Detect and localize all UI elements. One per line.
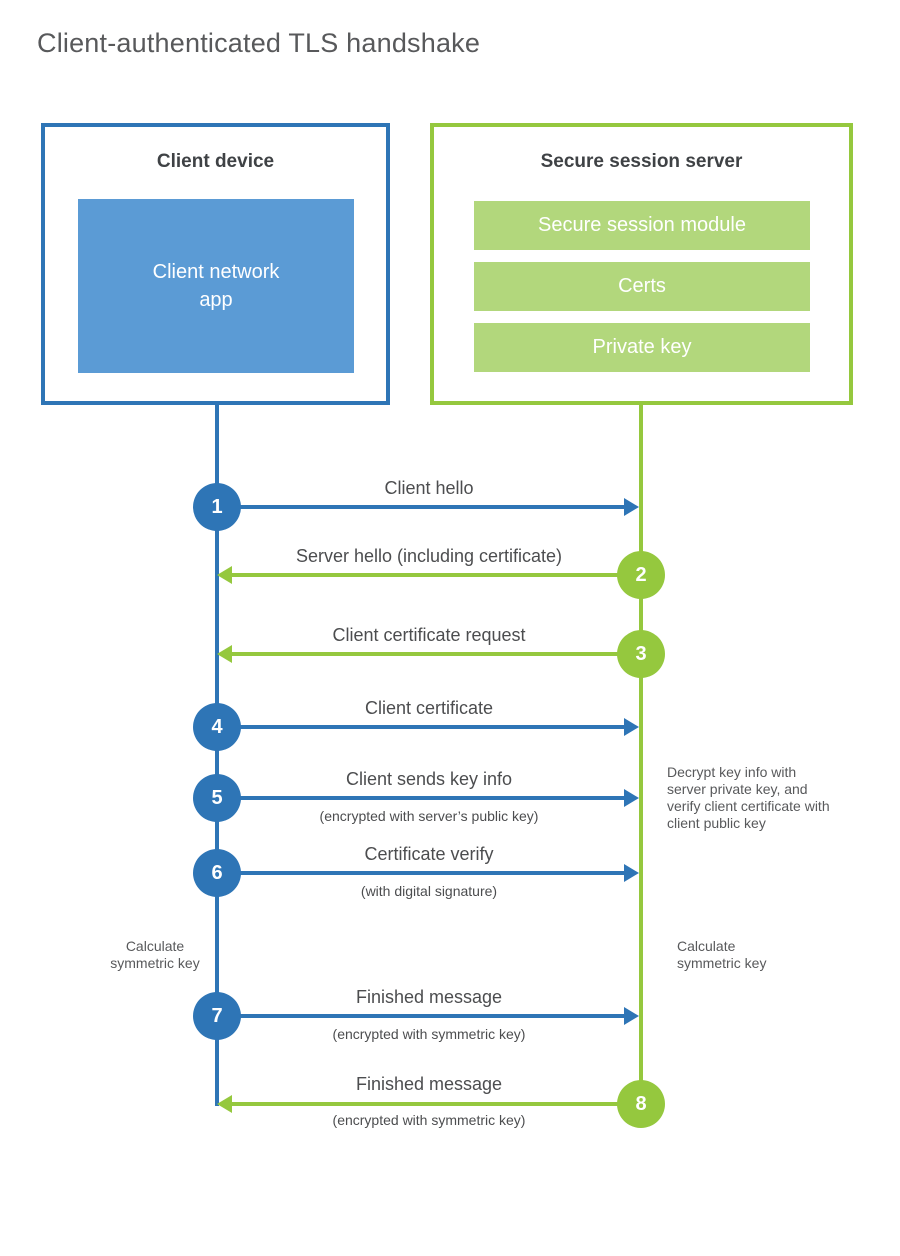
step8-message-sublabel: (encrypted with symmetric key): [332, 1112, 526, 1128]
step7-circle: 7: [193, 992, 241, 1040]
step3-message-label: Client certificate request: [332, 625, 526, 645]
step1-arrowhead-icon: [624, 498, 639, 516]
step5-message-label: Client sends key info: [345, 769, 513, 789]
step7-arrow-line: [217, 1014, 627, 1018]
server-module-secure-session: Secure session module: [474, 201, 810, 250]
step4-arrow-line: [217, 725, 627, 729]
step6-arrow-line: [217, 871, 627, 875]
step8-circle: 8: [617, 1080, 665, 1128]
client-device-title: Client device: [156, 151, 275, 172]
step8-arrowhead-icon: [217, 1095, 232, 1113]
client-network-app-label: Client network app: [152, 261, 280, 311]
client-network-app-box: Client network app: [78, 199, 354, 373]
calculate-symmetric-key-left: Calculate symmetric key: [110, 938, 200, 971]
step6-message-sublabel: (with digital signature): [360, 883, 498, 899]
step5-circle: 5: [193, 774, 241, 822]
step2-message-label: Server hello (including certificate): [295, 546, 563, 566]
server-title: Secure session server: [540, 151, 743, 172]
step7-message-label: Finished message: [355, 987, 503, 1007]
step1-circle: 1: [193, 483, 241, 531]
step2-arrowhead-icon: [217, 566, 232, 584]
decrypt-key-note: Decrypt key info with server private key…: [667, 764, 830, 831]
step4-message-label: Client certificate: [364, 698, 494, 718]
client-lifeline: [215, 405, 219, 1106]
calculate-symmetric-key-right: Calculate symmetric key: [677, 938, 767, 971]
step4-circle: 4: [193, 703, 241, 751]
step7-arrowhead-icon: [624, 1007, 639, 1025]
step1-arrow-line: [217, 505, 627, 509]
step2-arrow-line: [231, 573, 641, 577]
step6-message-label: Certificate verify: [364, 844, 494, 864]
step3-arrow-line: [231, 652, 641, 656]
step1-message-label: Client hello: [384, 478, 474, 498]
step6-arrowhead-icon: [624, 864, 639, 882]
server-lifeline: [639, 405, 643, 1106]
step5-arrow-line: [217, 796, 627, 800]
step5-message-sublabel: (encrypted with server’s public key): [319, 808, 539, 824]
step2-circle: 2: [617, 551, 665, 599]
step3-arrowhead-icon: [217, 645, 232, 663]
step6-circle: 6: [193, 849, 241, 897]
step8-arrow-line: [231, 1102, 641, 1106]
step7-message-sublabel: (encrypted with symmetric key): [332, 1026, 526, 1042]
step3-circle: 3: [617, 630, 665, 678]
step4-arrowhead-icon: [624, 718, 639, 736]
step5-arrowhead-icon: [624, 789, 639, 807]
page-title: Client-authenticated TLS handshake: [37, 28, 481, 58]
step8-message-label: Finished message: [355, 1074, 503, 1094]
server-module-certs: Certs: [474, 262, 810, 311]
server-module-private-key: Private key: [474, 323, 810, 372]
